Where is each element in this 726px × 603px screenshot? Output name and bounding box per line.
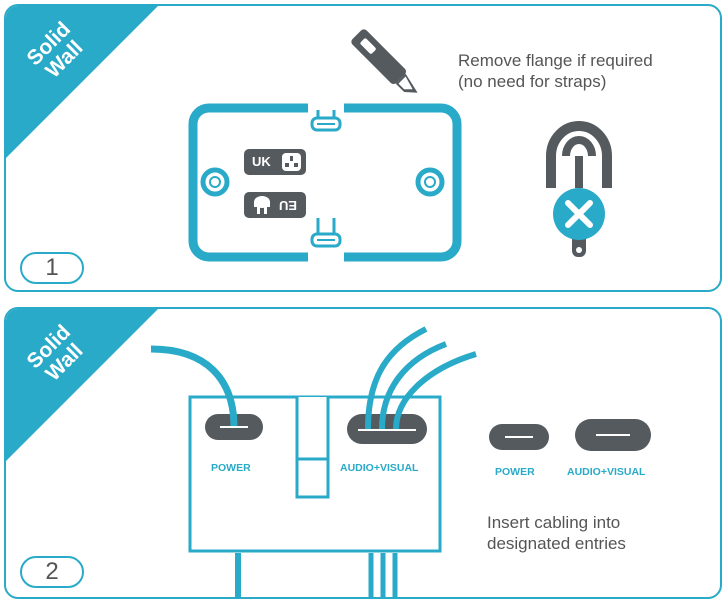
centre-channel <box>295 397 330 499</box>
uk-label: UK <box>252 154 271 169</box>
step-number: 1 <box>45 254 59 281</box>
step-number: 2 <box>45 558 59 585</box>
utility-knife-icon <box>351 29 418 93</box>
step-number-badge: 2 <box>20 556 84 588</box>
step-2-illustration <box>150 326 651 597</box>
step-1-instruction: Remove flange if required (no need for s… <box>458 50 653 92</box>
instruction-line-1: Insert cabling into <box>487 513 621 532</box>
step-2-panel: Solid Wall POWER AUDIO+VISUAL POWER AUDI… <box>4 307 722 599</box>
corner-banner <box>6 309 158 461</box>
av-cable-3 <box>393 351 477 430</box>
corner-banner <box>6 6 158 158</box>
instruction-line-2: (no need for straps) <box>458 72 607 91</box>
av-cable-1 <box>365 326 428 430</box>
instruction-line-1: Remove flange if required <box>458 51 653 70</box>
step-2-instruction: Insert cabling into designated entries <box>487 512 626 554</box>
top-flange-icon <box>308 102 344 132</box>
av-cable-2 <box>379 341 448 430</box>
step-1-panel: Solid Wall <box>4 4 722 292</box>
legend-av-label: AUDIO+VISUAL <box>567 466 646 478</box>
power-label: POWER <box>211 462 251 474</box>
power-cable <box>150 345 238 428</box>
step-number-badge: 1 <box>20 252 84 284</box>
eu-label: EU <box>278 198 297 213</box>
flange-strap-icon <box>546 121 612 257</box>
av-label: AUDIO+VISUAL <box>340 462 419 474</box>
eu-plug-badge <box>244 192 306 218</box>
bottom-flange-icon <box>308 218 344 262</box>
legend-power-label: POWER <box>495 466 535 478</box>
instruction-line-2: designated entries <box>487 534 626 553</box>
uk-socket-badge <box>244 149 306 175</box>
step-1-illustration <box>188 29 612 262</box>
